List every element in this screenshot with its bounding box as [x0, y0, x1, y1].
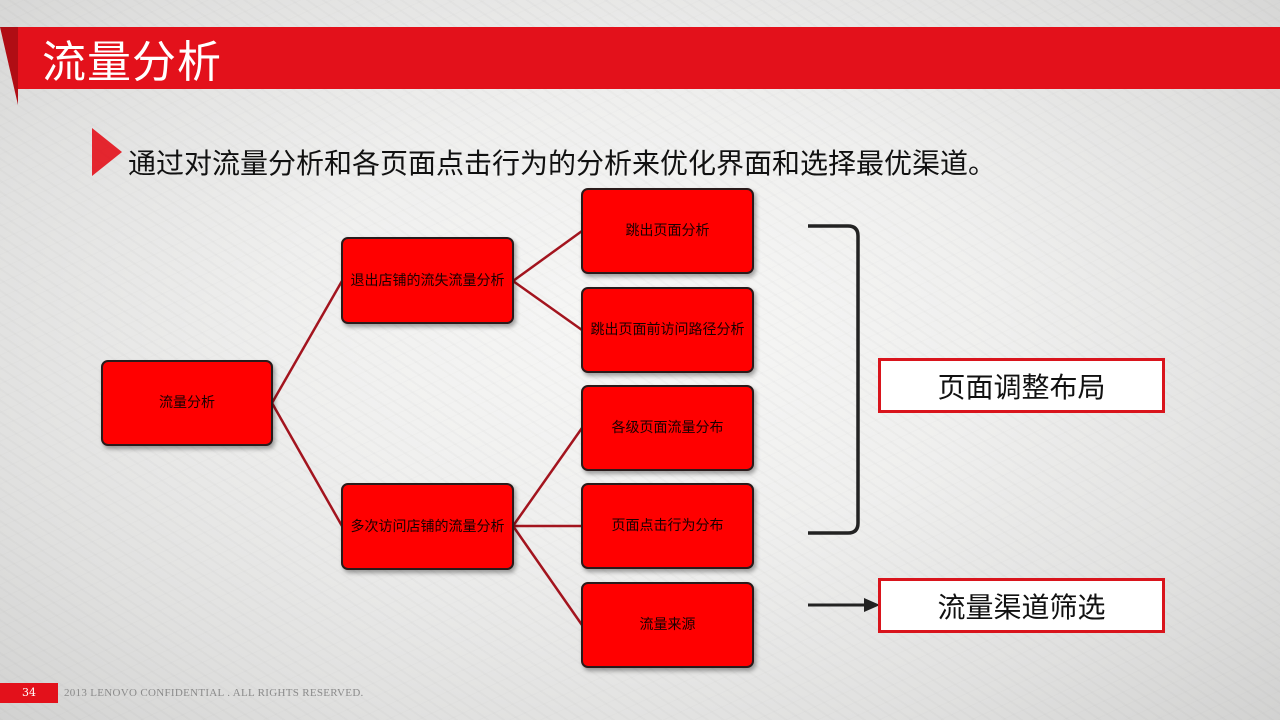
title-accent — [0, 27, 18, 105]
connector-branch1-leaf1 — [512, 229, 583, 283]
diagram-leaf-node: 跳出页面前访问路径分析 — [581, 287, 754, 373]
slide-subtitle: 通过对流量分析和各页面点击行为的分析来优化界面和选择最优渠道。 — [128, 147, 997, 180]
connector-branch1-leaf2 — [512, 279, 583, 332]
page-number: 34 — [0, 683, 58, 703]
diagram-leaf-node: 流量来源 — [581, 582, 754, 668]
diagram-root-node: 流量分析 — [101, 360, 273, 446]
slide-title: 流量分析 — [42, 37, 222, 88]
connector-root-branch2 — [270, 402, 344, 527]
result-box-layout: 页面调整布局 — [878, 358, 1165, 413]
title-bar — [18, 27, 1280, 89]
footer-copyright: 2013 LENOVO CONFIDENTIAL . ALL RIGHTS RE… — [64, 687, 364, 699]
diagram-leaf-node: 页面点击行为分布 — [581, 483, 754, 569]
connector-branch2-leaf3 — [511, 427, 584, 527]
arrow-right-icon — [808, 598, 880, 612]
bracket — [808, 224, 860, 535]
diagram-branch-node: 退出店铺的流失流量分析 — [341, 237, 514, 324]
diagram-branch-node: 多次访问店铺的流量分析 — [341, 483, 514, 570]
diagram-leaf-node: 各级页面流量分布 — [581, 385, 754, 471]
bullet-arrow-icon — [92, 128, 122, 176]
result-box-channel: 流量渠道筛选 — [878, 578, 1165, 633]
connector-root-branch1 — [270, 280, 344, 404]
diagram-leaf-node: 跳出页面分析 — [581, 188, 754, 274]
connector-branch2-leaf5 — [511, 525, 584, 626]
